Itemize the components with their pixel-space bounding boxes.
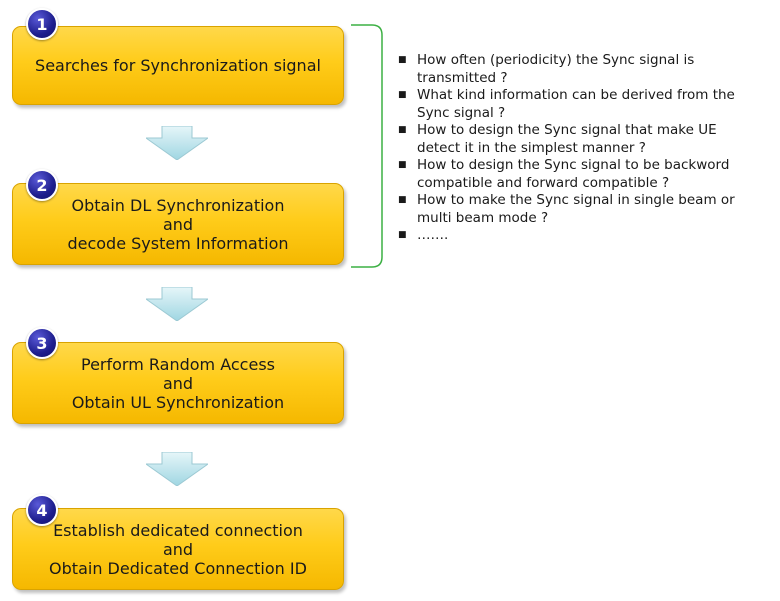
square-bullet-icon: ■ xyxy=(398,160,407,170)
question-1-line-2: transmitted ? xyxy=(417,69,508,86)
question-2-line-2: Sync signal ? xyxy=(417,104,506,121)
down-arrow-icon xyxy=(146,287,208,321)
question-item: ■ How often (periodicity) the Sync signa… xyxy=(396,52,776,87)
question-2-line-1: What kind information can be derived fro… xyxy=(417,87,735,103)
question-4-line-1: How to design the Sync signal to be back… xyxy=(417,157,730,173)
square-bullet-icon: ■ xyxy=(398,55,407,65)
step-box-3: Perform Random Access and Obtain UL Sync… xyxy=(12,342,344,424)
question-item: ■ What kind information can be derived f… xyxy=(396,87,776,122)
question-1-line-1: How often (periodicity) the Sync signal … xyxy=(417,52,695,68)
question-item: ■ ……. xyxy=(396,227,776,245)
step-4-line-2: and xyxy=(162,539,194,559)
square-bullet-icon: ■ xyxy=(398,125,407,135)
step-4-line-1: Establish dedicated connection xyxy=(53,520,303,540)
step-number-badge-4: 4 xyxy=(26,494,58,526)
square-bullet-icon: ■ xyxy=(398,90,407,100)
question-5-line-2: multi beam mode ? xyxy=(417,209,549,226)
step-number-badge-2: 2 xyxy=(26,169,58,201)
step-3-line-2: and xyxy=(162,373,194,393)
question-item: ■ How to design the Sync signal that mak… xyxy=(396,122,776,157)
question-item: ■ How to make the Sync signal in single … xyxy=(396,192,776,227)
step-number-badge-1: 1 xyxy=(26,8,58,40)
question-6-line-1: ……. xyxy=(417,227,449,243)
step-3-line-1: Perform Random Access xyxy=(81,354,275,374)
step-2-line-1: Obtain DL Synchronization xyxy=(71,195,285,215)
square-bullet-icon: ■ xyxy=(398,230,407,240)
step-3-line-3: Obtain UL Synchronization xyxy=(71,392,285,412)
step-number-badge-3: 3 xyxy=(26,327,58,359)
question-5-line-1: How to make the Sync signal in single be… xyxy=(417,192,735,208)
step-4-line-3: Obtain Dedicated Connection ID xyxy=(49,558,307,578)
step-1-line-1: Searches for Synchronization signal xyxy=(35,56,321,75)
question-4-line-2: compatible and forward compatible ? xyxy=(417,174,670,191)
down-arrow-icon xyxy=(146,126,208,160)
step-box-2: Obtain DL Synchronization and decode Sys… xyxy=(12,183,344,265)
step-box-4: Establish dedicated connection and Obtai… xyxy=(12,508,344,590)
down-arrow-icon xyxy=(146,452,208,486)
question-3-line-2: detect it in the simplest manner ? xyxy=(417,139,646,156)
step-2-line-2: and xyxy=(162,214,194,234)
right-brace-bracket xyxy=(351,24,383,268)
step-box-1: Searches for Synchronization signal xyxy=(12,26,344,105)
sync-signal-questions-list: ■ How often (periodicity) the Sync signa… xyxy=(396,52,776,245)
step-2-line-3: decode System Information xyxy=(67,233,289,253)
question-item: ■ How to design the Sync signal to be ba… xyxy=(396,157,776,192)
question-3-line-1: How to design the Sync signal that make … xyxy=(417,122,717,138)
square-bullet-icon: ■ xyxy=(398,195,407,205)
